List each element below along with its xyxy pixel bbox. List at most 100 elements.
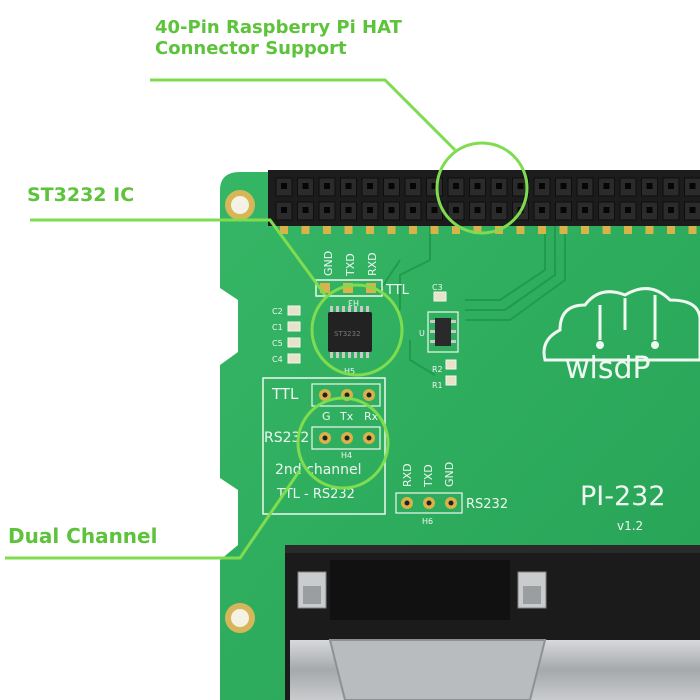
regulator-chip: U (419, 311, 459, 353)
db9-connector (285, 545, 700, 700)
gpio-pin-hole (625, 207, 631, 213)
gpio-solder-pad (323, 226, 331, 234)
gpio-pin-hole (367, 207, 373, 213)
gpio-solder-pad (667, 226, 675, 234)
gpio-solder-pad (516, 226, 525, 234)
gpio-pin-hole (517, 183, 524, 189)
gpio-pin-hole (388, 207, 395, 213)
h6-header: RXD TXD GND RS232 H6 (395, 462, 508, 526)
mounting-hole-top (225, 190, 255, 220)
cap-label-c5: C5 (272, 339, 283, 348)
gpio-solder-pad (387, 226, 396, 234)
res-label-r1: R1 (432, 381, 443, 390)
gpio-pin-hole (302, 183, 309, 189)
pin-label-g: G (322, 410, 331, 423)
h4-label: H4 (341, 451, 352, 460)
h6-rs232-label: RS232 (466, 497, 508, 512)
h6-label: H6 (422, 517, 433, 526)
h6-label-gnd: GND (443, 462, 456, 487)
pcb-traces (379, 225, 566, 376)
cap-label-c1: C1 (272, 323, 283, 332)
gpio-pin-hole (689, 183, 696, 189)
h5-label-gnd: GND (322, 251, 335, 276)
st3232-ic-chip: ST3232 (328, 306, 372, 358)
gpio-pin-hole (388, 183, 395, 189)
gpio-pin-hole (281, 183, 287, 189)
callout-circle-dual (296, 396, 390, 490)
gpio-solder-pad (559, 226, 568, 234)
mounting-hole-bottom (225, 603, 255, 633)
gpio-pin-hole (646, 207, 653, 213)
ic-marking: ST3232 (334, 330, 361, 338)
gpio-solder-pad (624, 226, 632, 234)
gpio-solder-pad (645, 226, 654, 234)
capacitor-column: C2 C1 C5 C4 (272, 305, 301, 364)
right-components: C3 R2 R1 (432, 283, 457, 390)
h6-label-rxd: RXD (401, 463, 414, 487)
rs232-label: RS232 (264, 430, 309, 446)
h5-label-rxd: RXD (366, 252, 379, 276)
gpio-pin-hole (625, 183, 631, 189)
gpio-pin-hole (582, 207, 588, 213)
gpio-pin-hole (474, 183, 481, 189)
gpio-pin-hole (302, 207, 309, 213)
gpio-pin-hole (560, 183, 567, 189)
gpio-pin-hole (603, 183, 610, 189)
second-channel-label: 2nd channel (275, 462, 362, 478)
h5-pin-labels: GND TXD RXD (322, 251, 379, 277)
gpio-pin-hole (453, 183, 459, 189)
gpio-header-40pin (268, 170, 700, 234)
gpio-pin-hole (539, 207, 545, 213)
callout-st3232: ST3232 IC (27, 184, 135, 206)
cap-label-c2: C2 (272, 307, 283, 316)
callout-circle-hat (435, 141, 529, 235)
logo-text: wisdP (565, 351, 651, 386)
gpio-pin-hole (324, 183, 330, 189)
gpio-pin-hole (582, 183, 588, 189)
gpio-pin-hole (345, 207, 352, 213)
h5-ttl-label: TTL (385, 283, 410, 298)
callout-circle-ic (310, 283, 404, 377)
cap-label-c4: C4 (272, 355, 283, 364)
gpio-solder-pad (366, 226, 374, 234)
ttl-rs232-label: TTL - RS232 (276, 487, 355, 502)
pin-label-tx: Tx (339, 410, 354, 423)
gpio-pin-hole (689, 207, 696, 213)
gpio-pin-hole (668, 183, 674, 189)
model-name: PI-232 (580, 481, 666, 512)
h6-label-txd: TXD (422, 464, 435, 488)
res-label-r2: R2 (432, 365, 443, 374)
gpio-solder-pad (430, 226, 439, 234)
wisdpi-logo: wisdP (542, 287, 700, 386)
db9-screw-left (297, 571, 327, 609)
gpio-pin-hole (603, 207, 610, 213)
gpio-solder-pad (581, 226, 589, 234)
gpio-pin-hole (496, 207, 502, 213)
h5-label: H5 (344, 367, 355, 376)
gpio-solder-pad (452, 226, 460, 234)
gpio-pin-hole (668, 207, 674, 213)
gpio-solder-pad (538, 226, 546, 234)
cap-label-c3: C3 (432, 283, 443, 292)
h5-label-txd: TXD (344, 253, 357, 277)
gpio-pin-hole (431, 207, 438, 213)
gpio-pin-hole (367, 183, 373, 189)
gpio-solder-pad (688, 226, 697, 234)
gpio-pin-hole (281, 207, 287, 213)
gpio-solder-pad (344, 226, 353, 234)
callout-dual-channel: Dual Channel (8, 524, 158, 548)
gpio-pin-hole (453, 207, 459, 213)
gpio-pin-hole (324, 207, 330, 213)
u-label: U (419, 329, 425, 338)
gpio-pin-hole (539, 183, 545, 189)
gpio-pin-hole (410, 183, 416, 189)
callout-hat-line1: 40-Pin Raspberry Pi HAT (155, 17, 402, 38)
gpio-pin-hole (560, 207, 567, 213)
gpio-pin-hole (431, 183, 438, 189)
gpio-solder-pad (280, 226, 288, 234)
gpio-pin-hole (496, 183, 502, 189)
gpio-solder-pad (473, 226, 482, 234)
callout-hat-line2: Connector Support (155, 37, 347, 59)
